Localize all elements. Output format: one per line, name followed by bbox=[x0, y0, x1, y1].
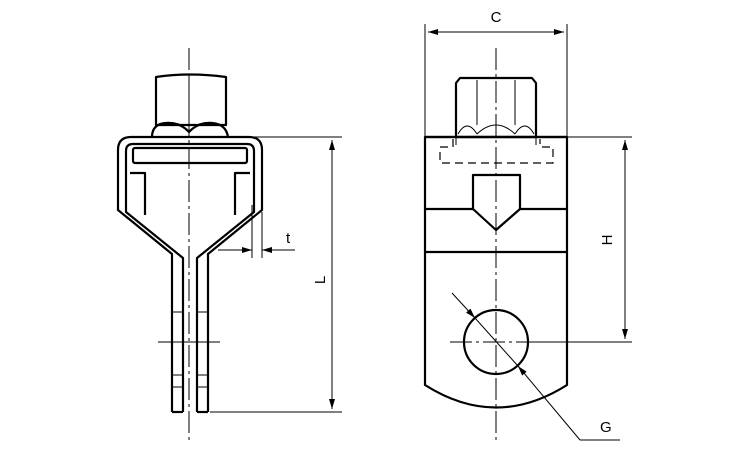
label-H: H bbox=[599, 235, 616, 246]
label-t: t bbox=[286, 230, 291, 247]
side-nut bbox=[150, 73, 230, 138]
dimension-t: t bbox=[218, 205, 295, 258]
clamp-body bbox=[423, 135, 569, 409]
label-C: C bbox=[491, 9, 502, 26]
cone-screw bbox=[471, 173, 522, 232]
dimension-L: L bbox=[210, 136, 342, 413]
dimension-G: G bbox=[451, 292, 620, 441]
dimension-H: H bbox=[530, 136, 632, 343]
bracket bbox=[116, 135, 264, 414]
pressure-plate bbox=[131, 146, 249, 165]
dimension-C: C bbox=[424, 9, 568, 137]
left-block bbox=[130, 171, 147, 215]
front-view: C H bbox=[423, 9, 632, 441]
right-block bbox=[233, 171, 250, 215]
side-view: t L bbox=[116, 48, 342, 442]
label-G: G bbox=[600, 419, 612, 436]
label-L: L bbox=[312, 276, 329, 284]
